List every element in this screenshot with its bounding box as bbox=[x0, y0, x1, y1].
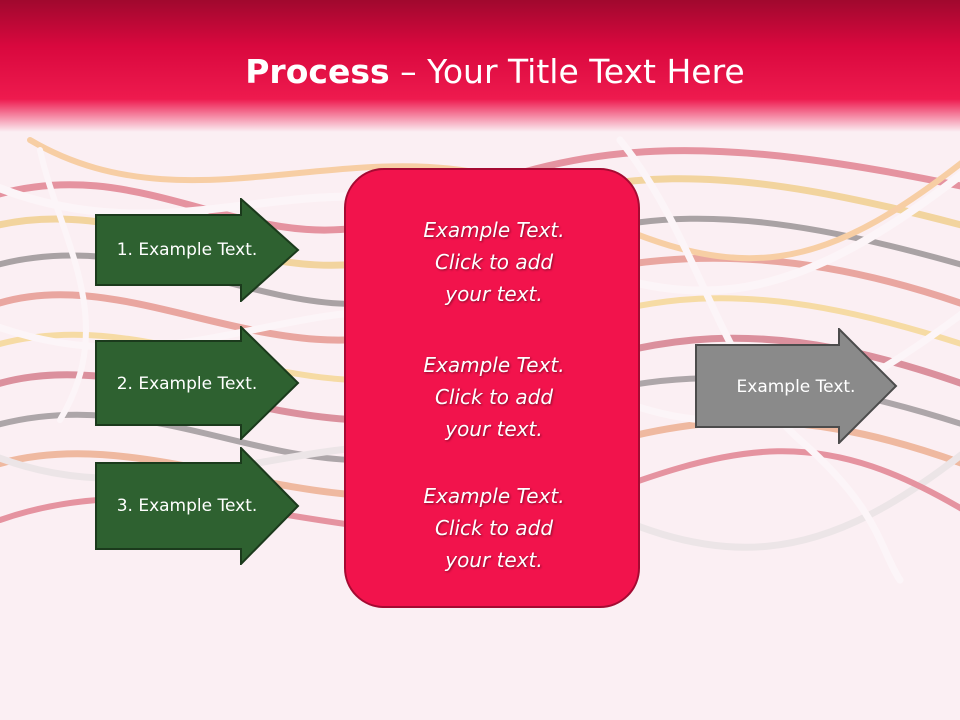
title-rest: – Your Title Text Here bbox=[389, 52, 745, 91]
step-label-1: 1. Example Text. bbox=[116, 240, 258, 260]
center-block-2-line3: your text. bbox=[445, 417, 543, 441]
title-bold: Process bbox=[245, 52, 390, 91]
step-arrow-2[interactable] bbox=[95, 326, 301, 440]
center-block-1-line2: Click to add bbox=[434, 250, 554, 274]
center-block-1-line1: Example Text. bbox=[423, 218, 565, 242]
output-arrow[interactable] bbox=[695, 328, 899, 444]
center-text-box[interactable]: Example Text. Click to add your text. Ex… bbox=[344, 168, 640, 608]
center-block-3-line2: Click to add bbox=[434, 516, 554, 540]
center-block-1: Example Text. Click to add your text. bbox=[346, 214, 642, 310]
step-label-2: 2. Example Text. bbox=[116, 374, 258, 394]
step-arrow-1[interactable] bbox=[95, 198, 301, 302]
center-block-2: Example Text. Click to add your text. bbox=[346, 349, 642, 445]
output-label: Example Text. bbox=[736, 377, 856, 397]
center-block-2-line1: Example Text. bbox=[423, 353, 565, 377]
step-label-3: 3. Example Text. bbox=[116, 496, 258, 516]
title-bar bbox=[0, 0, 960, 132]
slide-title: Process – Your Title Text Here bbox=[0, 52, 960, 91]
center-block-3-line3: your text. bbox=[445, 548, 543, 572]
center-block-3-line1: Example Text. bbox=[423, 484, 565, 508]
center-block-2-line2: Click to add bbox=[434, 385, 554, 409]
step-arrow-3[interactable] bbox=[95, 447, 301, 565]
center-block-1-line3: your text. bbox=[445, 282, 543, 306]
center-block-3: Example Text. Click to add your text. bbox=[346, 480, 642, 576]
